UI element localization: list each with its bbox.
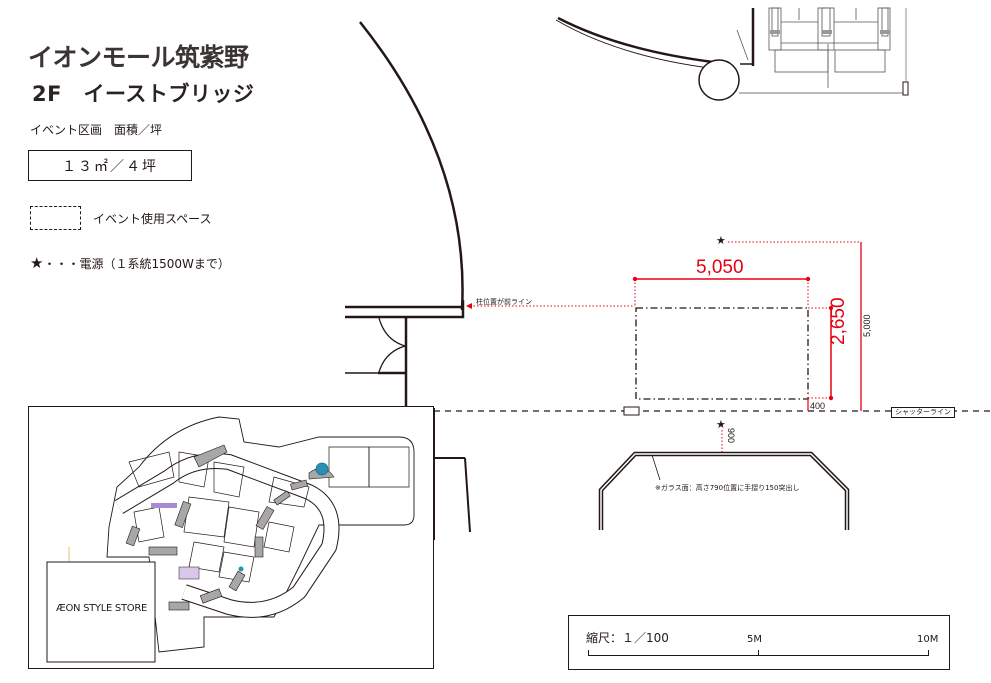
- area-value-box: １３㎡／４坪: [28, 150, 192, 181]
- scale-bar: [588, 650, 929, 656]
- dimension-width: 5,050: [696, 257, 744, 278]
- scale-box: [568, 615, 950, 670]
- dimension-power-offset: 5,000: [862, 314, 872, 337]
- event-space-legend-label: イベント使用スペース: [93, 212, 212, 226]
- curved-wall: [359, 21, 464, 311]
- scale-tick: [928, 650, 929, 656]
- scale-mid-label: 5M: [747, 634, 762, 645]
- power-outlet-star-icon: ★: [716, 234, 726, 247]
- power-outlet-star-icon: ★: [716, 418, 726, 431]
- area-value: １３㎡／４坪: [62, 158, 158, 175]
- shutter-line-label: シャッターライン: [891, 407, 955, 418]
- dimension-gap: 400: [810, 401, 826, 411]
- scale-tick: [588, 650, 589, 656]
- area-label: イベント区画 面積／坪: [30, 123, 163, 137]
- star-icon: ★: [30, 254, 44, 272]
- power-legend-label: ・・・電源（１系統1500Wまで）: [43, 257, 230, 271]
- dimension-power-front: 900: [726, 428, 736, 444]
- scale-label: 縮尺：１／100: [586, 631, 669, 645]
- power-legend: ★・・・電源（１系統1500Wまで）: [30, 254, 230, 272]
- anchor-store-label: ÆON STYLE STORE: [56, 603, 147, 614]
- page-subtitle: 2F イーストブリッジ: [32, 82, 255, 106]
- mall-map-drawing: [46, 416, 415, 663]
- mall-overview-map: [28, 406, 434, 669]
- pillar-line-note: 柱位置が前ライン: [476, 298, 532, 306]
- scale-tick: [758, 650, 759, 656]
- page-title: イオンモール筑紫野: [28, 43, 249, 72]
- dimension-depth: 2,650: [828, 297, 849, 345]
- glass-note: ※ガラス面：高さ790位置に手摺り150突出し: [655, 484, 800, 492]
- scale-end-label: 10M: [917, 634, 939, 645]
- event-space-legend-icon: [30, 206, 81, 230]
